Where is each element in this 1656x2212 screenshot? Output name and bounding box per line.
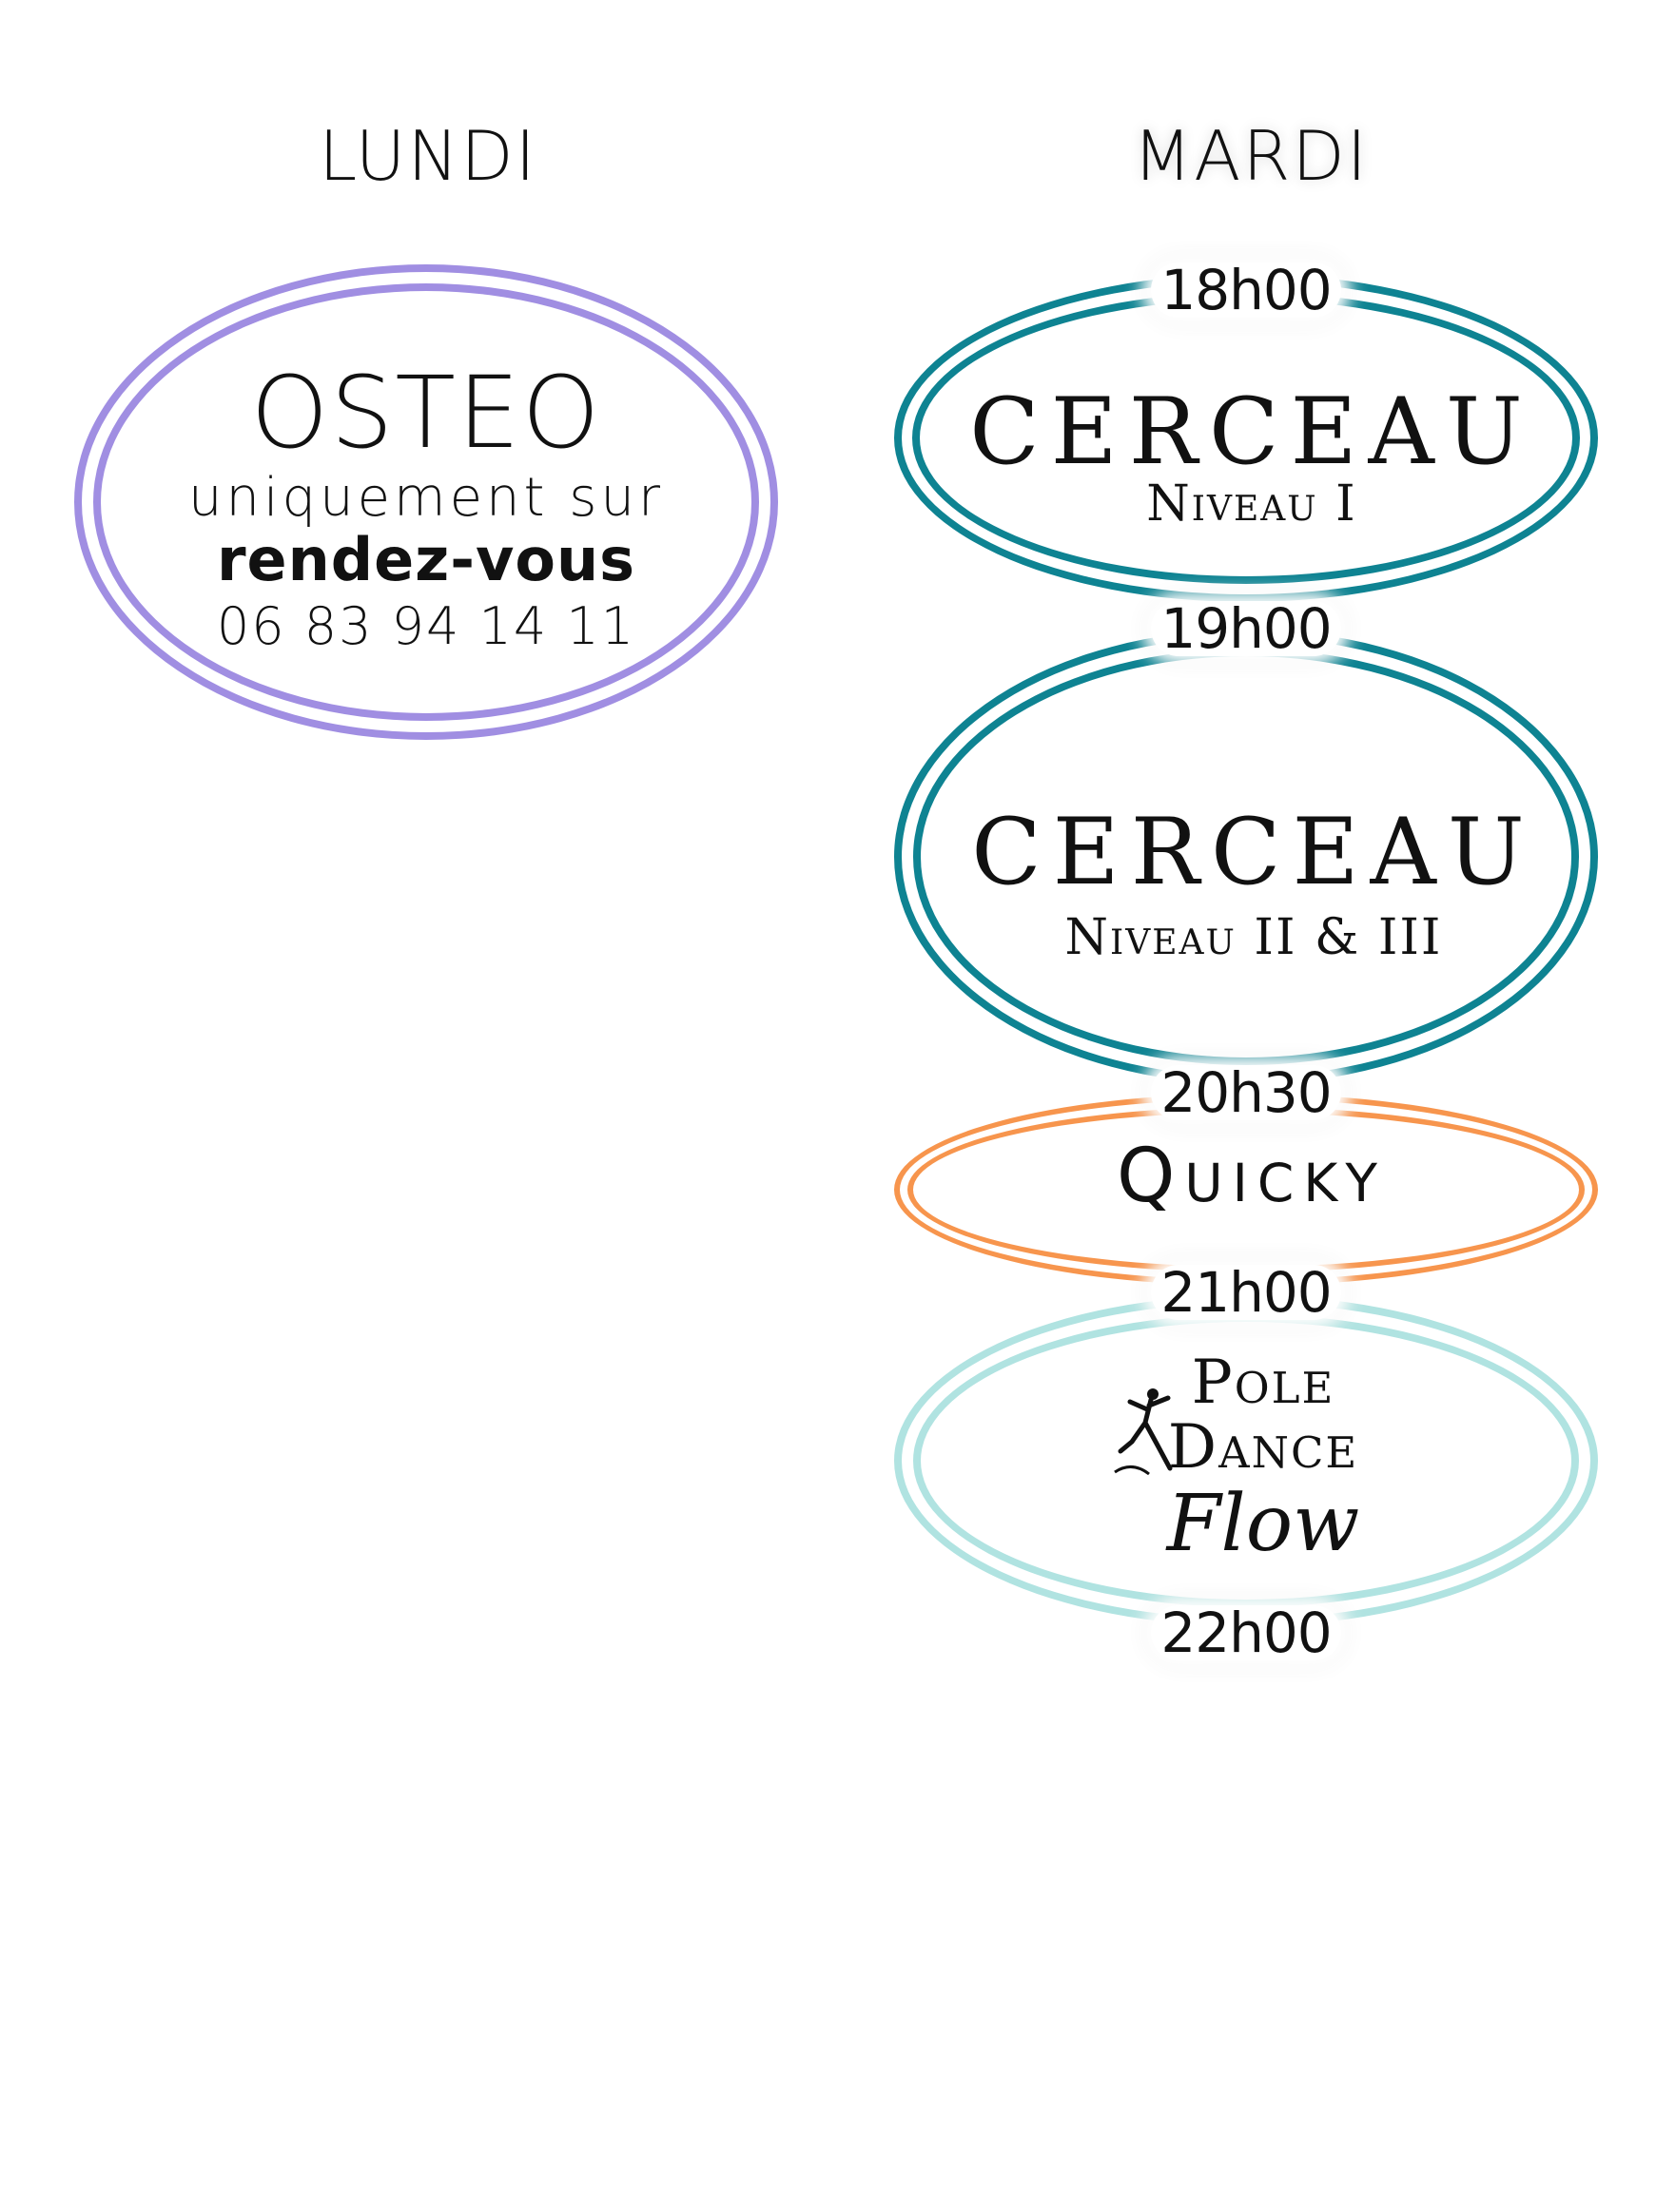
- class-name: Quicky: [1117, 1134, 1387, 1219]
- class-name: CERCEAU: [969, 378, 1534, 485]
- time-label: 18h00: [1151, 262, 1341, 318]
- time-label: 21h00: [1151, 1265, 1341, 1320]
- osteo-card: OSTEO uniquement sur rendez-vous 06 83 9…: [74, 264, 778, 740]
- class-name: CERCEAU: [971, 799, 1536, 905]
- class-name-line-2: Dance: [1167, 1412, 1359, 1483]
- osteo-title: OSTEO: [250, 355, 602, 471]
- class-level: Niveau I: [1146, 475, 1357, 533]
- time-label: 19h00: [1151, 601, 1341, 656]
- osteo-phone: 06 83 94 14 11: [216, 596, 636, 656]
- time-label: 20h30: [1151, 1065, 1341, 1120]
- class-card-cerceau-1: CERCEAU Niveau I: [894, 274, 1598, 602]
- day-title-monday: LUNDI: [319, 116, 537, 196]
- class-card-cerceau-2: CERCEAU Niveau II & III: [894, 630, 1598, 1084]
- class-name-line-1: Pole: [1191, 1348, 1335, 1418]
- osteo-line-1: uniquement sur: [188, 467, 664, 529]
- class-name-line-3: Flow: [1166, 1479, 1360, 1569]
- class-card-pole-dance-flow: Pole Dance Flow: [894, 1295, 1598, 1626]
- dancer-icon: [1114, 1388, 1173, 1476]
- time-label: 22h00: [1151, 1605, 1341, 1660]
- osteo-line-2: rendez-vous: [216, 525, 636, 594]
- day-title-tuesday: MARDI: [1132, 116, 1370, 196]
- class-level: Niveau II & III: [1064, 909, 1443, 966]
